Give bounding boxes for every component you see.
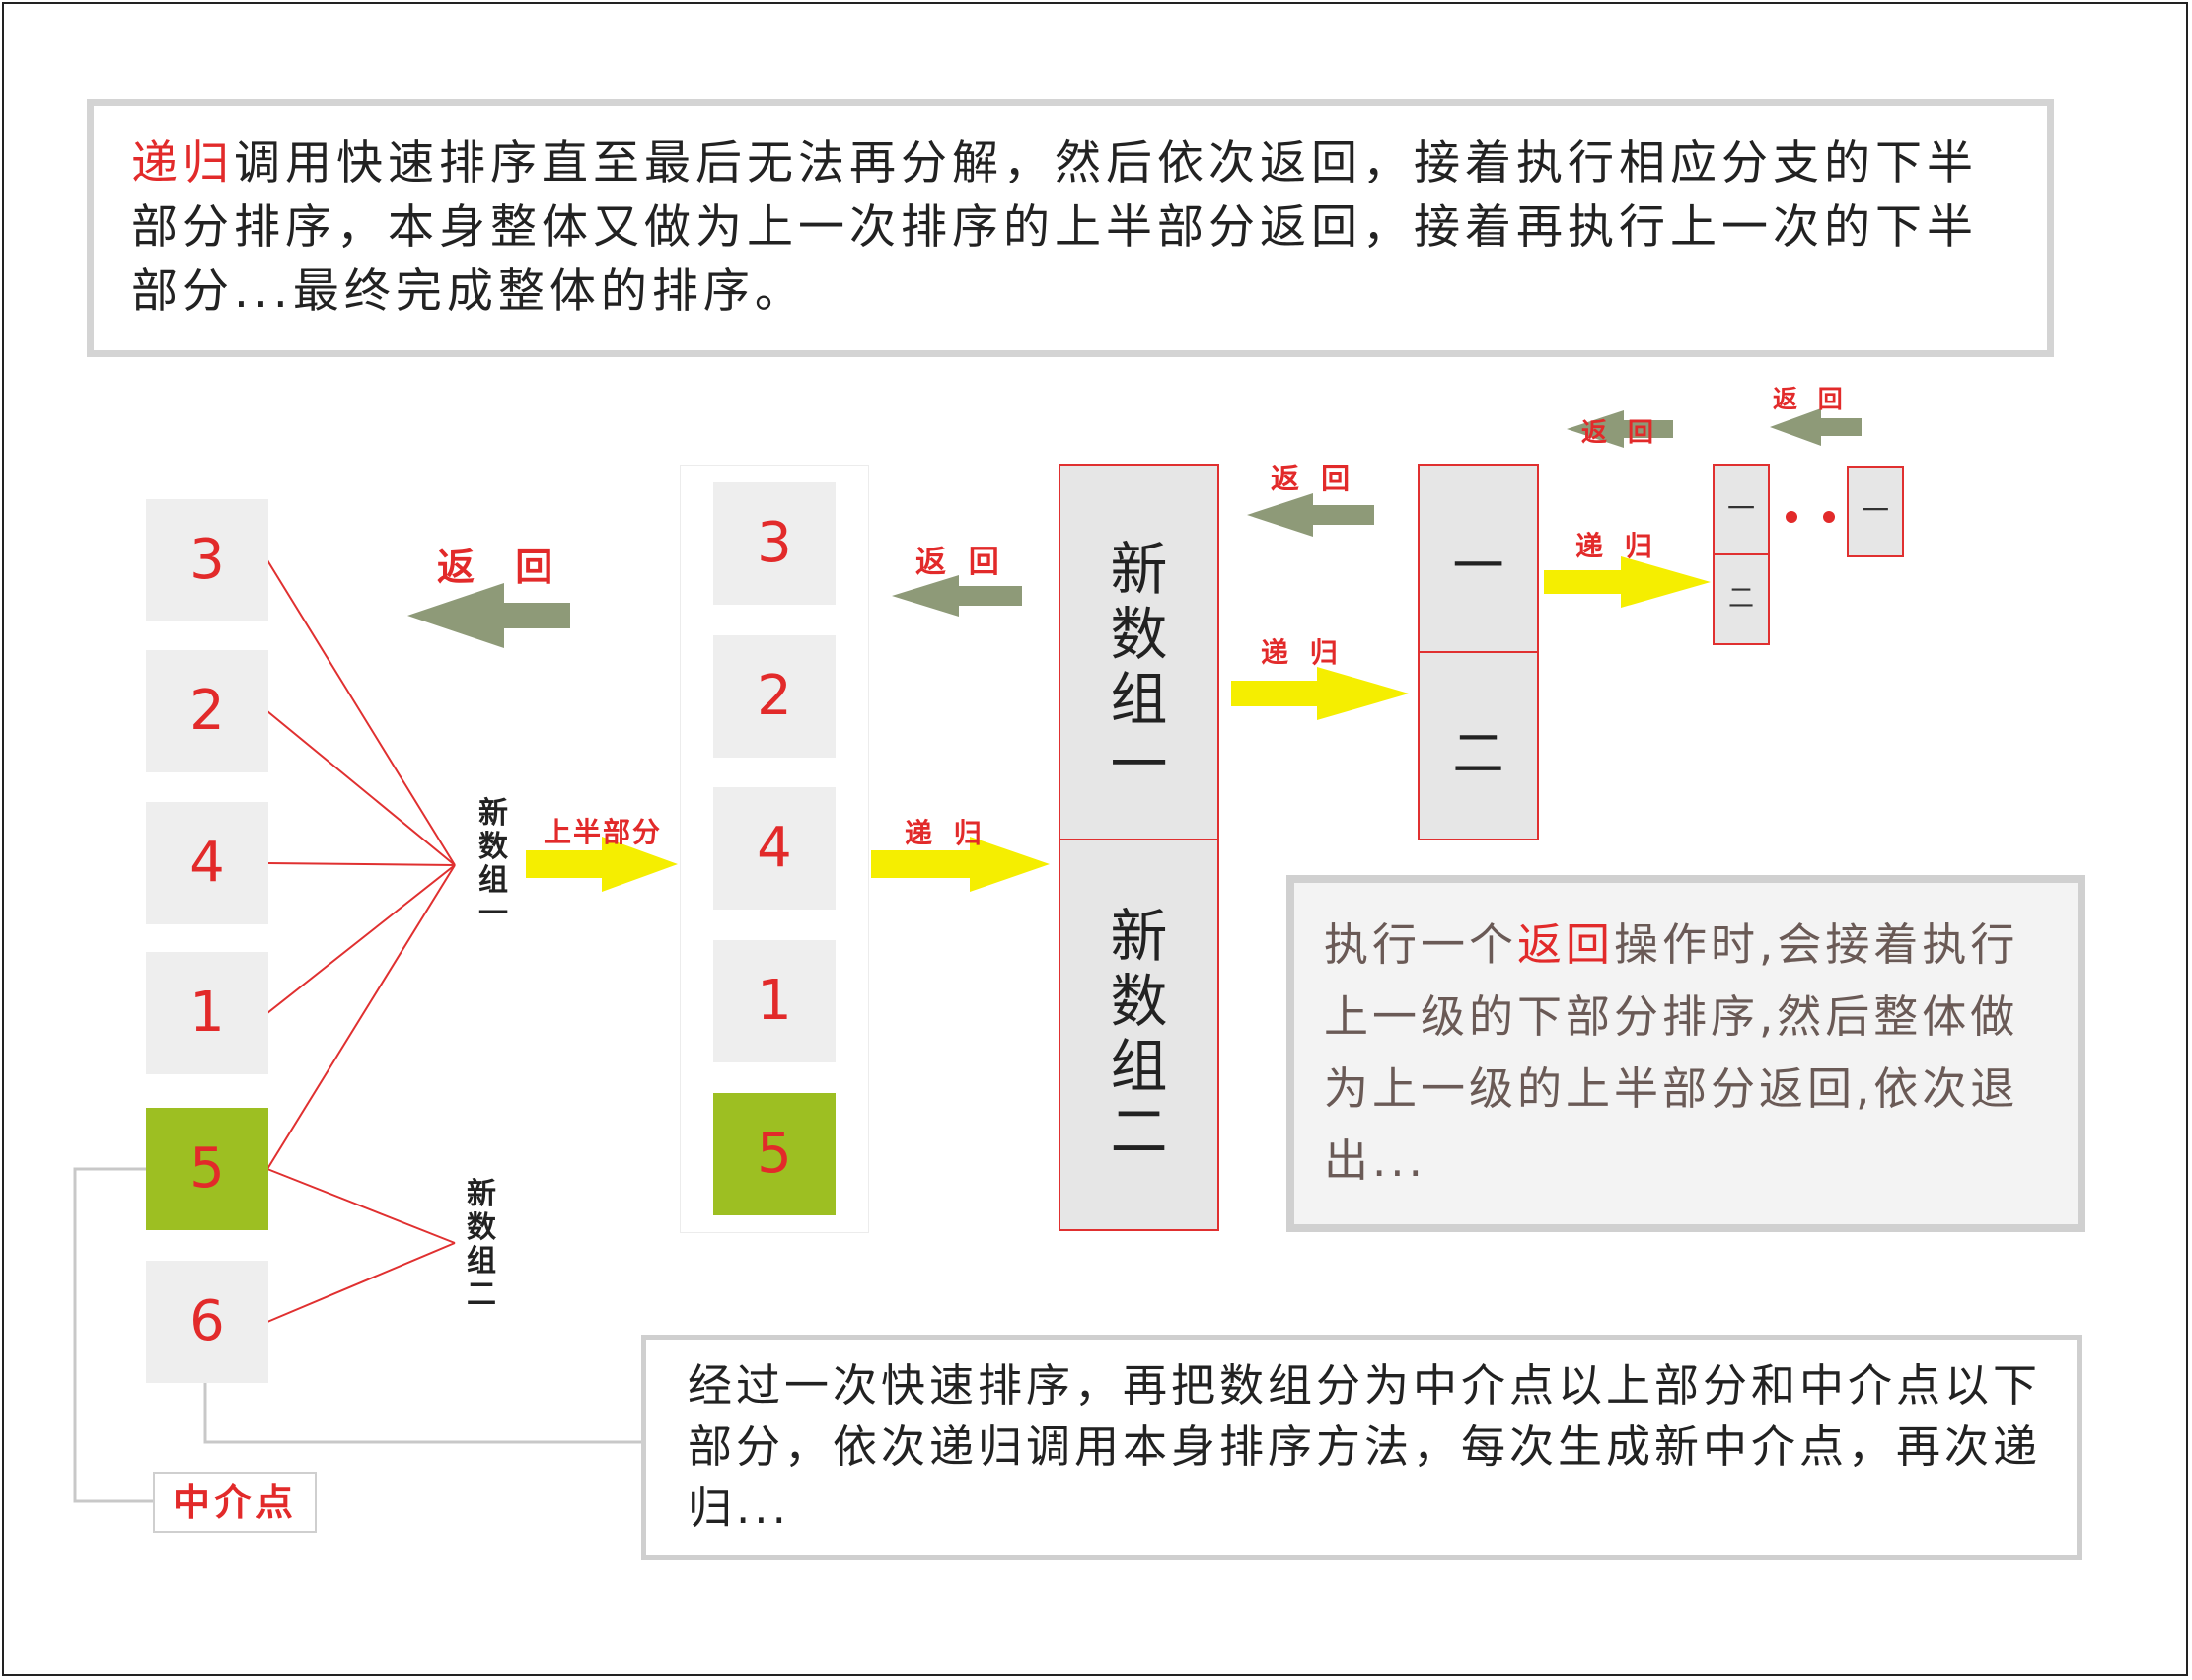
top-note-body: 调用快速排序直至最后无法再分解，然后依次返回，接着执行相应分支的下半部分排序，本… (131, 136, 1978, 319)
group-one-label: 新数组一 (478, 796, 508, 931)
split-two-text: 二 (1452, 725, 1504, 784)
arrow-return-4 (1567, 410, 1673, 448)
right-note-prefix: 执行一个 (1324, 918, 1518, 971)
split-two-block: 二 (1418, 651, 1539, 840)
return-label-2: 返 回 (915, 545, 1005, 580)
arrow-recurse-3 (1544, 556, 1711, 608)
bottom-note: 经过一次快速排序，再把数组分为中介点以上部分和中介点以下部分，依次递归调用本身排… (641, 1335, 2082, 1560)
small-split-one: 一 (1713, 464, 1770, 555)
top-note-text: 递归调用快速排序直至最后无法再分解，然后依次返回，接着执行相应分支的下半部分排序… (131, 131, 2025, 324)
arrow-return-5 (1770, 408, 1862, 446)
top-note: 递归调用快速排序直至最后无法再分解，然后依次返回，接着执行相应分支的下半部分排序… (87, 99, 2054, 357)
recurse-label-1: 递 归 (905, 817, 987, 849)
return-label-5: 返 回 (1773, 385, 1849, 413)
ellipsis-dot (1823, 511, 1835, 523)
arrow-upper-half (526, 837, 678, 892)
arrow-recurse-1 (871, 837, 1050, 892)
group-two-label: 新数组二 (467, 1177, 496, 1312)
top-note-highlight: 递归 (131, 136, 234, 190)
upper-cell: 4 (713, 787, 836, 910)
array-cell: 2 (146, 650, 268, 772)
upper-half-panel: 3 2 4 1 5 (680, 465, 869, 1233)
array-cell: 3 (146, 499, 268, 621)
bottom-note-text: 经过一次快速排序，再把数组分为中介点以上部分和中介点以下部分，依次递归调用本身排… (688, 1359, 2042, 1534)
link-5-down (266, 1168, 456, 1244)
split-one-text: 一 (1452, 538, 1504, 597)
small-split-far: 一 (1847, 466, 1904, 557)
return-label-1: 返 回 (437, 546, 567, 589)
pivot-leader (73, 1167, 153, 1503)
pivot-label: 中介点 (153, 1472, 317, 1533)
link-4 (266, 862, 456, 866)
link-3 (266, 559, 456, 866)
new-array-one-text: 新数组一 (1110, 536, 1168, 798)
new-array-two-text: 新数组二 (1110, 903, 1168, 1165)
arrow-return-3 (1247, 493, 1374, 537)
upper-cell-pivot: 5 (713, 1093, 836, 1215)
array-cell-pivot: 5 (146, 1108, 268, 1230)
recurse-label-3: 递 归 (1575, 530, 1658, 562)
new-array-two-block: 新数组二 (1059, 839, 1219, 1231)
array-cell: 4 (146, 802, 268, 924)
ellipsis-dot (1786, 511, 1797, 523)
array-cell: 6 (146, 1261, 268, 1383)
right-note-highlight: 返回 (1517, 918, 1615, 971)
return-label-4: 返 回 (1581, 418, 1660, 448)
small-split-two: 二 (1713, 553, 1770, 645)
arrow-recurse-2 (1231, 667, 1409, 720)
recurse-label-2: 递 归 (1261, 636, 1344, 669)
array-cell: 1 (146, 952, 268, 1074)
arrow-return-1 (407, 583, 570, 648)
upper-half-label: 上半部分 (544, 816, 663, 848)
right-note-text: 执行一个返回操作时,会接着执行上一级的下部分排序,然后整体做为上一级的上半部分返… (1324, 909, 2054, 1197)
upper-cell: 1 (713, 940, 836, 1062)
link-6 (266, 1242, 456, 1323)
link-1 (266, 864, 456, 1014)
arrow-return-2 (892, 575, 1022, 617)
return-label-3: 返 回 (1271, 462, 1356, 495)
bottom-leader (203, 1383, 641, 1444)
upper-cell: 3 (713, 482, 836, 605)
link-2 (266, 710, 456, 866)
split-one-block: 一 (1418, 464, 1539, 653)
right-note: 执行一个返回操作时,会接着执行上一级的下部分排序,然后整体做为上一级的上半部分返… (1286, 875, 2085, 1232)
new-array-one-block: 新数组一 (1059, 464, 1219, 840)
link-5-up (266, 864, 456, 1170)
upper-cell: 2 (713, 635, 836, 758)
right-note-body: 操作时,会接着执行上一级的下部分排序,然后整体做为上一级的上半部分返回,依次退出… (1324, 918, 2019, 1187)
